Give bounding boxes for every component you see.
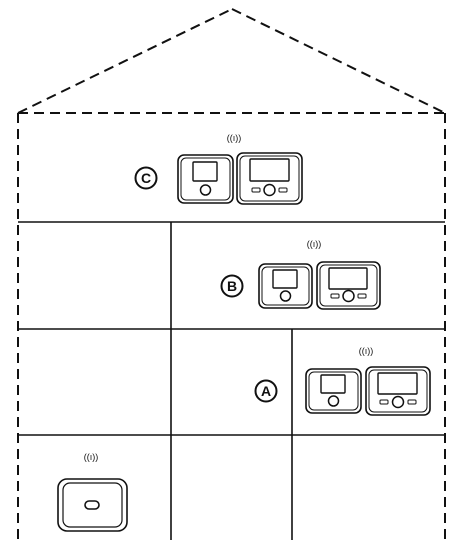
level-a: ((ı)) A bbox=[254, 346, 431, 416]
base-unit: ((ı)) bbox=[57, 452, 128, 532]
boiler-control-panel bbox=[316, 261, 381, 310]
level-c: ((ı)) C bbox=[134, 133, 303, 205]
level-label-c: C bbox=[134, 166, 158, 190]
svg-text:((ı)): ((ı)) bbox=[307, 239, 322, 249]
boiler-control-panel bbox=[365, 366, 431, 416]
room-thermostat bbox=[258, 263, 313, 309]
svg-text:((ı)): ((ı)) bbox=[227, 133, 242, 143]
svg-text:((ı)): ((ı)) bbox=[84, 452, 99, 462]
level-b: ((ı)) B bbox=[220, 239, 381, 310]
boiler-control-panel bbox=[236, 152, 303, 205]
level-label-a: A bbox=[254, 379, 278, 403]
outer-walls bbox=[17, 113, 446, 540]
room-thermostat bbox=[305, 368, 362, 414]
signal-icon: ((ı)) bbox=[227, 133, 242, 143]
floor-lines bbox=[18, 221, 445, 540]
receiver-box bbox=[57, 478, 128, 532]
svg-text:C: C bbox=[141, 170, 151, 186]
svg-text:((ı)): ((ı)) bbox=[359, 346, 374, 356]
level-label-b: B bbox=[220, 274, 244, 298]
signal-icon: ((ı)) bbox=[307, 239, 322, 249]
room-thermostat bbox=[177, 154, 234, 204]
roof bbox=[17, 8, 446, 114]
signal-icon: ((ı)) bbox=[84, 452, 99, 462]
signal-icon: ((ı)) bbox=[359, 346, 374, 356]
svg-text:B: B bbox=[227, 278, 237, 294]
svg-text:A: A bbox=[261, 383, 271, 399]
